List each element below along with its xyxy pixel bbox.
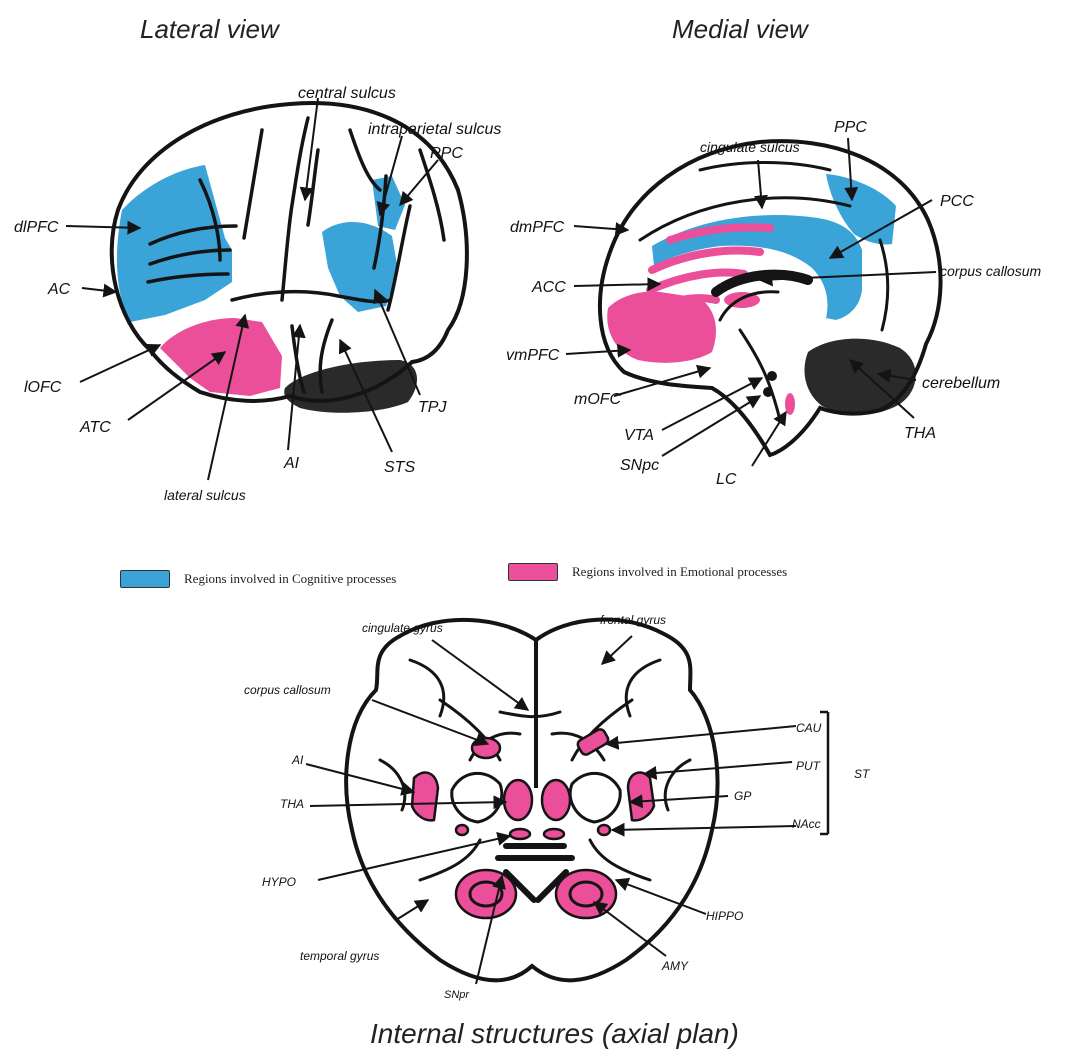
label-put: PUT	[796, 759, 822, 773]
label-medial-ppc: PPC	[834, 119, 867, 136]
label-temporal-gyrus: temporal gyrus	[300, 949, 379, 963]
lateral-dlpfc-region	[117, 165, 232, 322]
medial-vta-dot	[767, 371, 777, 381]
label-lateral-ai: AI	[283, 455, 300, 472]
label-dmpfc: dmPFC	[510, 219, 565, 236]
medial-brain	[600, 141, 941, 455]
axial-caudate-left	[472, 738, 500, 758]
label-nacc: NAcc	[792, 817, 821, 831]
label-cingulate-sulcus: cingulate sulcus	[700, 139, 800, 155]
medial-corpus-callosum	[716, 275, 808, 292]
axial-caudate-right	[576, 728, 610, 757]
label-ac: AC	[47, 281, 71, 298]
axial-thalamus-left	[504, 780, 532, 820]
label-cingulate-gyrus: cingulate gyrus	[362, 621, 443, 635]
label-lateral-sulcus: lateral sulcus	[164, 487, 246, 503]
label-cau: CAU	[796, 721, 822, 735]
label-frontal-gyrus: frontal gyrus	[600, 613, 666, 627]
medial-snpc-dot	[763, 387, 773, 397]
label-axial-corpus-callosum: corpus callosum	[244, 683, 331, 697]
label-amy: AMY	[661, 959, 689, 973]
axial-insula-left	[412, 773, 438, 821]
axial-nacc-left	[456, 825, 468, 835]
label-acc: ACC	[531, 279, 566, 296]
medial-lc-emotional	[785, 393, 795, 415]
label-atc: ATC	[79, 419, 111, 436]
label-intraparietal-sulcus: intraparietal sulcus	[368, 121, 501, 138]
label-dlpfc: dlPFC	[14, 219, 59, 236]
label-pcc: PCC	[940, 193, 974, 210]
label-medial-tha: THA	[904, 425, 936, 442]
label-lateral-ppc: PPC	[430, 145, 463, 162]
label-medial-corpus-callosum: corpus callosum	[940, 263, 1041, 279]
lateral-brain	[112, 103, 467, 413]
label-tpj: TPJ	[418, 399, 447, 416]
axial-hypothalamus-right	[544, 829, 564, 839]
label-st: ST	[854, 767, 871, 781]
label-sts: STS	[384, 459, 415, 476]
label-axial-ai: AI	[291, 753, 304, 767]
label-vmpfc: vmPFC	[506, 347, 560, 364]
label-gp: GP	[734, 789, 751, 803]
label-hippo: HIPPO	[706, 909, 743, 923]
label-lc: LC	[716, 471, 737, 488]
axial-emotional-structures	[412, 728, 654, 918]
label-hypo: HYPO	[262, 875, 296, 889]
axial-hypothalamus-left	[510, 829, 530, 839]
label-snpc: SNpc	[620, 457, 659, 474]
axial-nacc-right	[598, 825, 610, 835]
label-mofc: mOFC	[574, 391, 622, 408]
label-lofc: lOFC	[24, 379, 62, 396]
label-axial-tha: THA	[280, 797, 304, 811]
label-vta: VTA	[624, 427, 654, 444]
axial-hippo-left	[456, 870, 516, 918]
axial-thalamus-right	[542, 780, 570, 820]
label-central-sulcus: central sulcus	[298, 85, 396, 102]
label-snpr: SNpr	[444, 989, 470, 1001]
axial-insula-right	[628, 773, 654, 821]
label-cerebellum: cerebellum	[922, 375, 1000, 392]
lateral-cerebellum	[284, 360, 417, 413]
